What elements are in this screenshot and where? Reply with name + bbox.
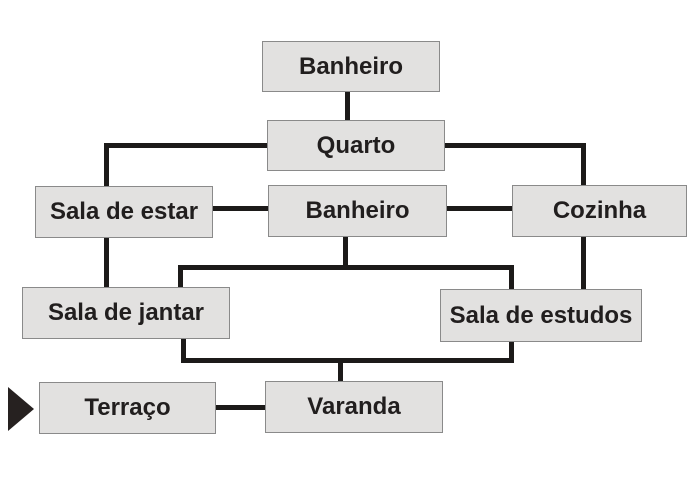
edge-drop-to-varanda: [338, 358, 343, 382]
node-cozinha: Cozinha: [512, 185, 687, 237]
node-banheiro-top: Banheiro: [262, 41, 440, 92]
node-terraco: Terraço: [39, 382, 216, 434]
node-sala-de-estar-label: Sala de estar: [49, 198, 199, 225]
node-varanda-label: Varanda: [307, 393, 401, 420]
node-sala-de-estudos-label: Sala de estudos: [449, 301, 633, 329]
edge-quarto-cozinha-v: [581, 143, 586, 186]
node-sala-de-jantar: Sala de jantar: [22, 287, 230, 339]
node-sala-de-estar: Sala de estar: [35, 186, 213, 238]
edge-sala-de-jantar-stem: [181, 339, 186, 363]
edge-drop-to-sala-de-jantar: [178, 265, 183, 288]
node-banheiro-top-label: Banheiro: [298, 52, 403, 80]
edge-banheiro-middle-cozinha: [446, 206, 512, 211]
entry-marker-triangle-icon: [8, 387, 34, 431]
edge-terraco-varanda: [216, 405, 265, 410]
edge-drop-to-sala-de-estudos: [509, 265, 514, 290]
node-cozinha-label: Cozinha: [552, 197, 647, 224]
edge-quarto-sala-de-estar-h: [104, 143, 267, 148]
node-terraco-label: Terraço: [84, 394, 171, 421]
edge-quarto-sala-de-estar-v: [104, 143, 109, 186]
node-banheiro-middle: Banheiro: [268, 185, 447, 237]
node-quarto-label: Quarto: [316, 131, 396, 159]
edge-sala-de-estudos-stem: [509, 342, 514, 363]
node-banheiro-middle-label: Banheiro: [305, 197, 410, 224]
node-sala-de-jantar-label: Sala de jantar: [47, 299, 205, 326]
edge-banheiro-middle-stem: [343, 237, 348, 270]
edge-sala-de-estar-banheiro-middle: [213, 206, 269, 211]
edge-quarto-cozinha-h: [445, 143, 586, 148]
edge-banheiro-top-quarto: [345, 92, 350, 121]
node-quarto: Quarto: [267, 120, 445, 171]
edge-bottom-junction-horizontal: [181, 358, 514, 363]
edge-mid-junction-horizontal: [178, 265, 514, 270]
node-sala-de-estudos: Sala de estudos: [440, 289, 642, 342]
node-varanda: Varanda: [265, 381, 443, 433]
edge-sala-de-estar-sala-de-jantar: [104, 238, 109, 288]
edge-cozinha-sala-de-estudos: [581, 237, 586, 290]
